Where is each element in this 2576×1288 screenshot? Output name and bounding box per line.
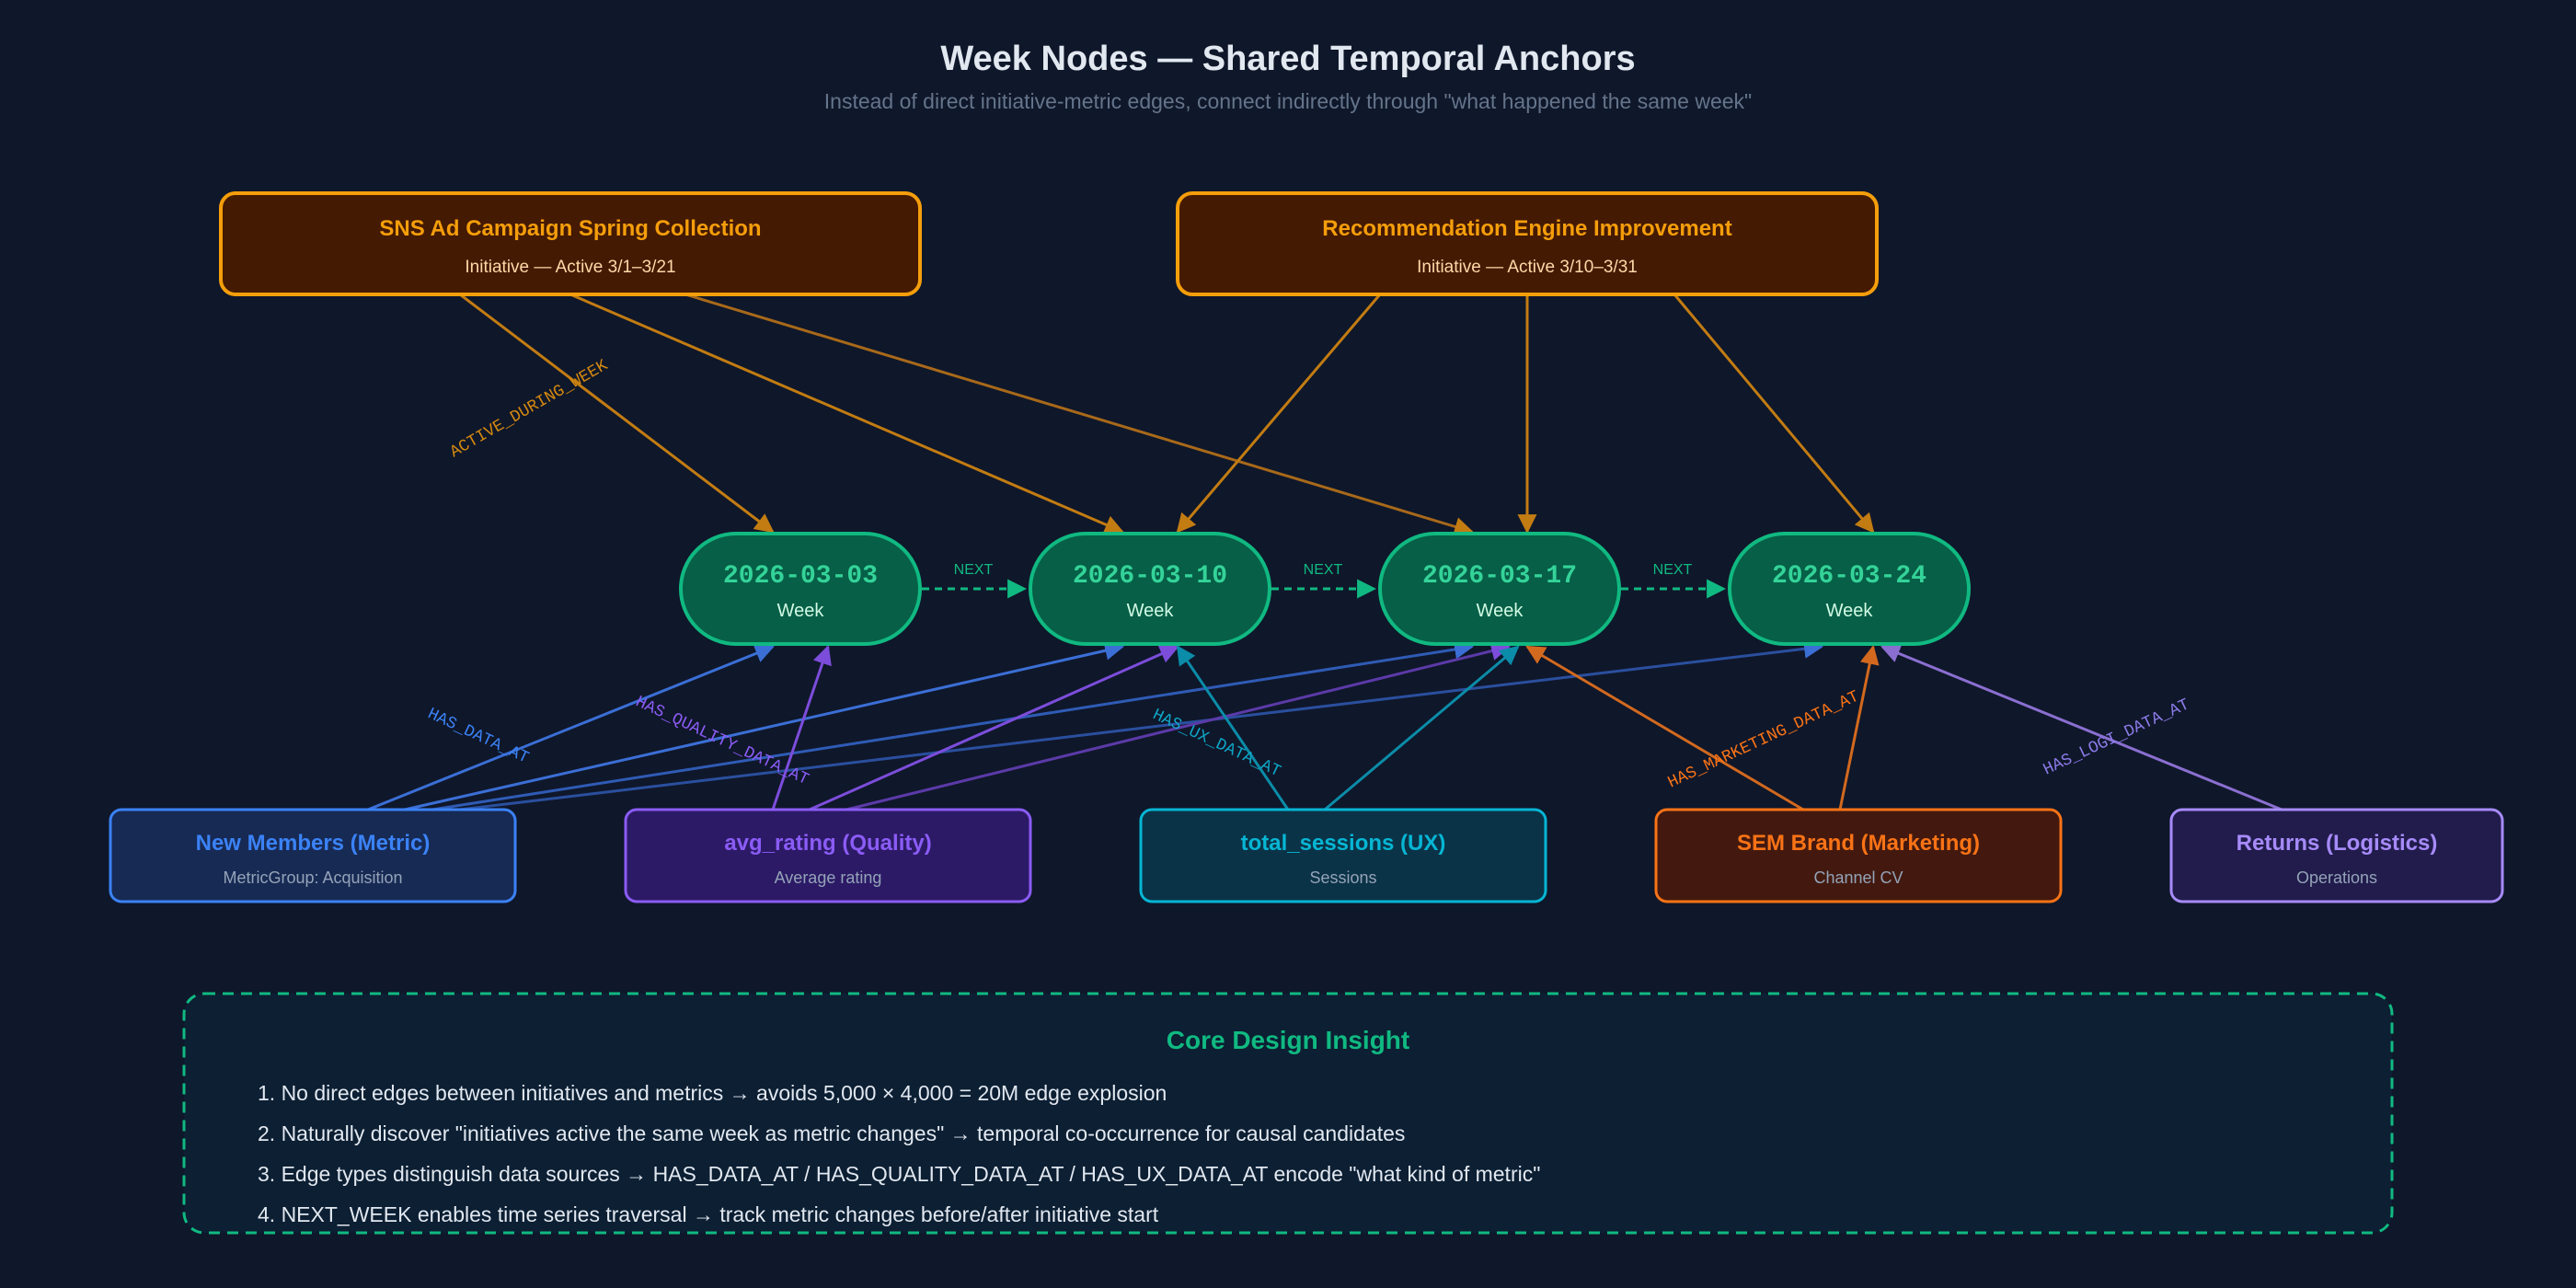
edge-sem-week4 <box>1838 644 1880 811</box>
initiative-node-rec[interactable]: Recommendation Engine Improvement Initia… <box>1176 191 1879 296</box>
week-date: 2026-03-10 <box>1073 562 1227 591</box>
metric-node-returns[interactable]: Returns (Logistics) Operations <box>2169 808 2504 903</box>
week-label: Week <box>1127 601 1175 621</box>
next-label-1: NEXT <box>954 562 994 578</box>
initiative-title: SNS Ad Campaign Spring Collection <box>379 216 761 241</box>
edge-returns-week4 <box>1880 644 2283 811</box>
week-node-4[interactable]: 2026-03-24 Week <box>1728 532 1971 646</box>
edge-sessions-week2 <box>1176 645 1290 811</box>
edge-label-active: ACTIVE_DURING_WEEK <box>447 357 612 463</box>
edge-rating-week1 <box>771 645 832 811</box>
metric-title: SEM Brand (Marketing) <box>1737 831 1980 856</box>
week-label: Week <box>1826 601 1874 621</box>
week-node-2[interactable]: 2026-03-10 Week <box>1029 532 1271 646</box>
edge-label-data: HAS_DATA_AT <box>424 705 531 767</box>
metric-node-sessions[interactable]: total_sessions (UX) Sessions <box>1139 808 1547 903</box>
active-during-week-edges <box>459 293 1875 536</box>
edge-rating-week2 <box>809 645 1179 811</box>
insight-point-1: 1. No direct edges between initiatives a… <box>258 1081 1167 1105</box>
next-week-edges: NEXT NEXT NEXT <box>922 562 1727 599</box>
insight-title: Core Design Insight <box>1167 1026 1409 1054</box>
initiative-title: Recommendation Engine Improvement <box>1322 216 1731 241</box>
initiative-subtitle: Initiative — Active 3/1–3/21 <box>465 258 675 277</box>
metric-node-sem[interactable]: SEM Brand (Marketing) Channel CV <box>1654 808 2063 903</box>
metric-title: avg_rating (Quality) <box>724 831 931 856</box>
next-label-2: NEXT <box>1304 562 1343 578</box>
edge-members-week4 <box>459 638 1824 811</box>
edge-sns-week1 <box>459 293 775 534</box>
edge-members-week1 <box>367 644 775 811</box>
edge-sem-week3 <box>1525 645 1804 811</box>
initiative-node-sns[interactable]: SNS Ad Campaign Spring Collection Initia… <box>219 191 922 296</box>
edge-rating-week3 <box>845 641 1512 811</box>
metric-node-members[interactable]: New Members (Metric) MetricGroup: Acquis… <box>109 808 517 903</box>
week-date: 2026-03-24 <box>1772 562 1926 591</box>
edge-members-week2 <box>404 640 1125 811</box>
week-label: Week <box>777 601 825 621</box>
initiative-subtitle: Initiative — Active 3/10–3/31 <box>1417 258 1638 277</box>
edge-sns-week3 <box>684 293 1475 536</box>
metric-subtitle: Channel CV <box>1813 868 1903 887</box>
has-data-edges <box>367 638 2283 811</box>
next-label-3: NEXT <box>1653 562 1693 578</box>
metric-title: New Members (Metric) <box>196 831 431 856</box>
week-node-1[interactable]: 2026-03-03 Week <box>679 532 922 646</box>
edge-rec-week4 <box>1673 293 1875 534</box>
metric-node-rating[interactable]: avg_rating (Quality) Average rating <box>624 808 1032 903</box>
week-label: Week <box>1477 601 1524 621</box>
week-node-3[interactable]: 2026-03-17 Week <box>1378 532 1621 646</box>
metric-subtitle: MetricGroup: Acquisition <box>223 868 402 887</box>
edge-members-week3 <box>431 639 1475 811</box>
edge-label-logi: HAS_LOGI_DATA_AT <box>2041 696 2192 779</box>
week-date: 2026-03-03 <box>723 562 878 591</box>
edge-label-marketing: HAS_MARKETING_DATA_AT <box>1665 687 1862 792</box>
metric-subtitle: Average rating <box>775 868 882 887</box>
week-date: 2026-03-17 <box>1422 562 1577 591</box>
metric-subtitle: Sessions <box>1309 868 1376 887</box>
insight-box: Core Design Insight 1. No direct edges b… <box>182 992 2394 1235</box>
metric-subtitle: Operations <box>2296 868 2377 887</box>
insight-point-4: 4. NEXT_WEEK enables time series travers… <box>258 1202 1159 1226</box>
insight-point-3: 3. Edge types distinguish data sources →… <box>258 1162 1540 1186</box>
edge-rec-week2 <box>1176 293 1382 534</box>
page-subtitle: Instead of direct initiative-metric edge… <box>824 89 1752 113</box>
metric-title: total_sessions (UX) <box>1241 831 1446 856</box>
page-title: Week Nodes — Shared Temporal Anchors <box>940 40 1635 78</box>
edge-sessions-week3 <box>1324 645 1520 811</box>
insight-point-2: 2. Naturally discover "initiatives activ… <box>258 1121 1405 1145</box>
edge-sns-week2 <box>569 293 1124 535</box>
metric-title: Returns (Logistics) <box>2237 831 2438 856</box>
